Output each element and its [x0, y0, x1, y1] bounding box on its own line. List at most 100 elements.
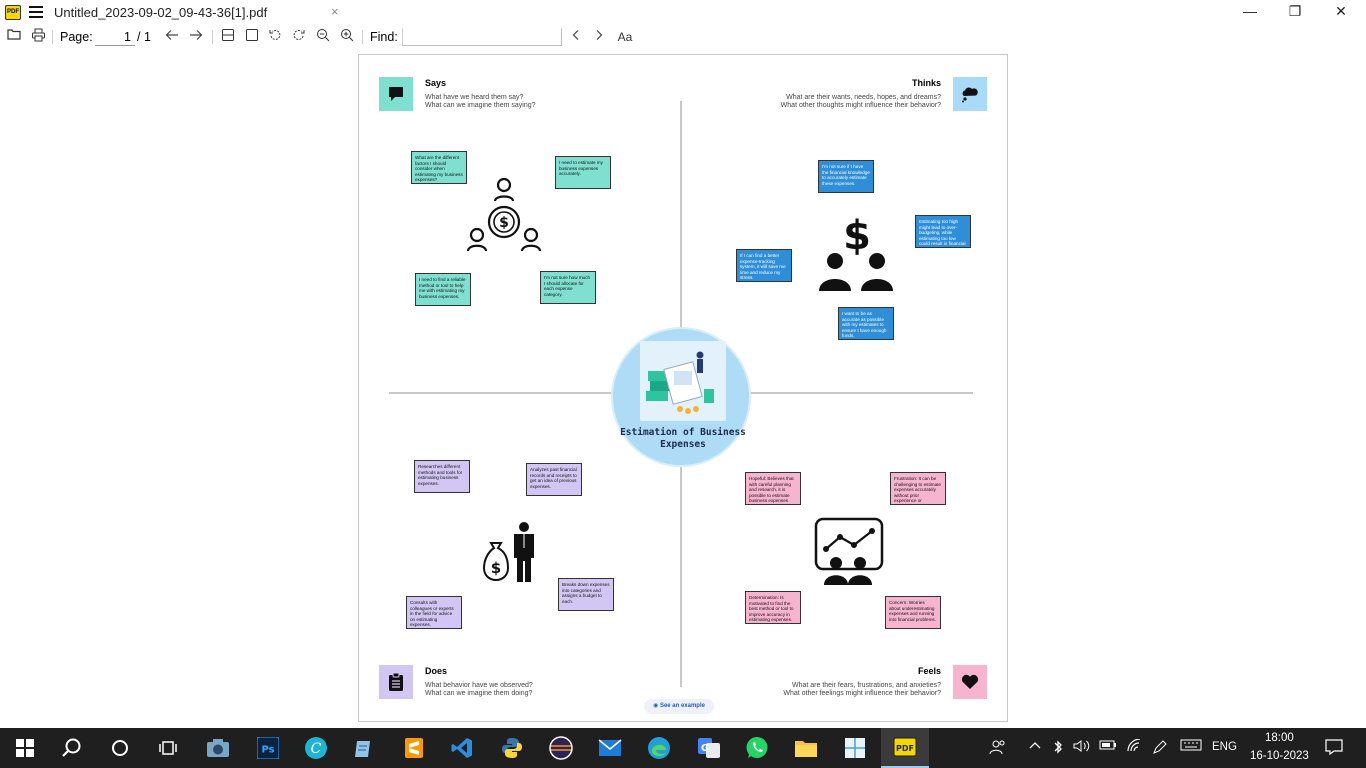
close-window-button[interactable]: ✕ [1335, 3, 1347, 19]
presentation-chart-icon [814, 517, 884, 592]
thinks-note[interactable]: If I can find a better expense-tracking … [736, 249, 792, 282]
windows-start-icon[interactable] [13, 736, 37, 760]
previous-page-icon[interactable] [163, 28, 181, 46]
svg-text:C: C [311, 741, 322, 757]
find-input[interactable] [402, 28, 562, 46]
svg-text:$: $ [843, 215, 871, 259]
document-tab-title[interactable]: Untitled_2023-09-02_09-43-36[1].pdf [54, 5, 268, 20]
rotate-left-icon[interactable] [266, 28, 284, 46]
does-note[interactable]: Breaks down expenses into categories and… [558, 578, 614, 611]
snipping-icon[interactable] [843, 736, 867, 760]
does-note[interactable]: Consults with colleagues or experts in t… [406, 596, 462, 629]
language-indicator[interactable]: ENG [1212, 741, 1237, 753]
continuous-view-icon[interactable] [219, 28, 237, 46]
hamburger-menu-icon[interactable] [29, 6, 43, 18]
svg-text:$: $ [491, 559, 501, 577]
bluetooth-icon[interactable] [1052, 739, 1064, 758]
svg-text:G: G [701, 743, 709, 754]
pdf-page: Says What have we heard them say? What c… [358, 54, 1008, 722]
does-note[interactable]: Researches different methods and tools f… [414, 460, 470, 493]
mail-icon[interactable] [598, 736, 622, 760]
feels-note[interactable]: Frustration: It can be challenging to es… [890, 472, 946, 505]
camera-app-icon[interactable] [206, 736, 230, 760]
clock-time[interactable]: 18:00 [1265, 732, 1294, 744]
thinks-note[interactable]: I want to be as accurate as possible wit… [838, 307, 894, 340]
feels-subtitle-2: What other feelings might influence thei… [783, 690, 941, 697]
eclipse-icon[interactable] [549, 736, 573, 760]
thought-cloud-icon [953, 77, 987, 111]
thinks-note[interactable]: Estimating too high might lead to over-b… [915, 215, 971, 248]
match-case-button[interactable]: Aa [617, 30, 633, 44]
vscode-icon[interactable] [450, 736, 474, 760]
windows-taskbar: Ps C G PDF [0, 728, 1366, 768]
translate-icon[interactable]: G [697, 736, 721, 760]
edge-icon[interactable] [647, 736, 671, 760]
persona-center-circle: Estimation of Business Expenses [611, 327, 751, 467]
cortana-icon[interactable] [108, 736, 132, 760]
title-bar: PDF Untitled_2023-09-02_09-43-36[1].pdf … [0, 0, 1366, 26]
battery-icon[interactable] [1099, 739, 1117, 754]
feels-note[interactable]: Hopeful: Believes that with careful plan… [745, 472, 801, 505]
restore-button[interactable]: ❐ [1288, 3, 1302, 19]
rotate-right-icon[interactable] [290, 28, 308, 46]
says-subtitle-2: What can we imagine them saying? [425, 102, 536, 109]
find-next-icon[interactable] [591, 28, 607, 46]
see-example-button[interactable]: ◉ See an example [644, 699, 714, 714]
zoom-in-icon[interactable] [338, 28, 356, 46]
find-previous-icon[interactable] [568, 28, 584, 46]
whatsapp-icon[interactable] [745, 736, 769, 760]
page-number-input[interactable] [95, 29, 135, 46]
notepad-icon[interactable] [352, 736, 376, 760]
svg-text:$: $ [499, 215, 509, 231]
says-note[interactable]: I need to estimate my business expenses … [555, 156, 611, 189]
print-icon[interactable] [30, 28, 46, 46]
feels-title: Feels [917, 666, 941, 676]
python-icon[interactable] [500, 736, 524, 760]
open-file-icon[interactable] [6, 28, 22, 46]
document-viewport[interactable]: Says What have we heard them say? What c… [0, 48, 1366, 728]
thinks-note[interactable]: I'm not sure if I have the financial kno… [818, 160, 874, 193]
file-explorer-icon[interactable] [794, 736, 818, 760]
task-view-icon[interactable] [156, 736, 180, 760]
show-hidden-icons-chevron-icon[interactable] [1029, 739, 1041, 753]
people-dollar-icon: $ [817, 213, 897, 298]
says-subtitle-1: What have we heard them say? [425, 94, 524, 101]
feels-note[interactable]: Determination: Is motivated to find the … [745, 591, 801, 624]
feels-subtitle-1: What are their fears, frustrations, and … [791, 682, 941, 689]
keyboard-icon[interactable] [1180, 739, 1202, 754]
pdf-reader-taskbar-active[interactable]: PDF [881, 728, 929, 768]
money-bag-businessman-icon: $ [481, 521, 539, 588]
thinks-title: Thinks [911, 78, 941, 88]
says-note[interactable]: What are the different factors I should … [411, 151, 467, 184]
speech-bubble-icon [379, 77, 413, 111]
zoom-out-icon[interactable] [314, 28, 332, 46]
persona-title: Estimation of Business Expenses [620, 427, 746, 450]
does-subtitle-2: What can we imagine them doing? [425, 690, 533, 697]
volume-icon[interactable] [1073, 739, 1091, 756]
says-note[interactable]: I need to find a reliable method or tool… [415, 273, 471, 306]
clock-date[interactable]: 16-10-2023 [1250, 750, 1309, 762]
pen-icon[interactable] [1152, 739, 1168, 758]
single-page-view-icon[interactable] [243, 28, 261, 46]
wifi-icon[interactable] [1126, 738, 1142, 756]
people-icon[interactable] [989, 739, 1007, 758]
says-title: Says [425, 78, 447, 88]
feels-note[interactable]: Concern: Worries about underestimating e… [885, 596, 941, 629]
toolbar: Page: / 1 Find: Aa [0, 26, 1366, 48]
does-note[interactable]: Analyzes past financial records and rece… [526, 463, 582, 496]
clipboard-icon [379, 665, 413, 699]
close-tab-button[interactable]: × [331, 4, 339, 19]
says-note[interactable]: I'm not sure how much I should allocate … [540, 271, 596, 304]
svg-text:PDF: PDF [896, 744, 914, 753]
search-icon[interactable] [60, 736, 84, 760]
expense-illustration [640, 341, 726, 421]
page-total: / 1 [137, 30, 151, 44]
sublime-text-icon[interactable] [402, 736, 426, 760]
find-label: Find: [370, 30, 398, 44]
heart-icon [953, 665, 987, 699]
notifications-icon[interactable] [1325, 739, 1343, 758]
next-page-icon[interactable] [187, 28, 205, 46]
canva-icon[interactable]: C [304, 736, 328, 760]
minimize-button[interactable]: — [1243, 3, 1257, 19]
photoshop-icon[interactable]: Ps [256, 736, 280, 760]
